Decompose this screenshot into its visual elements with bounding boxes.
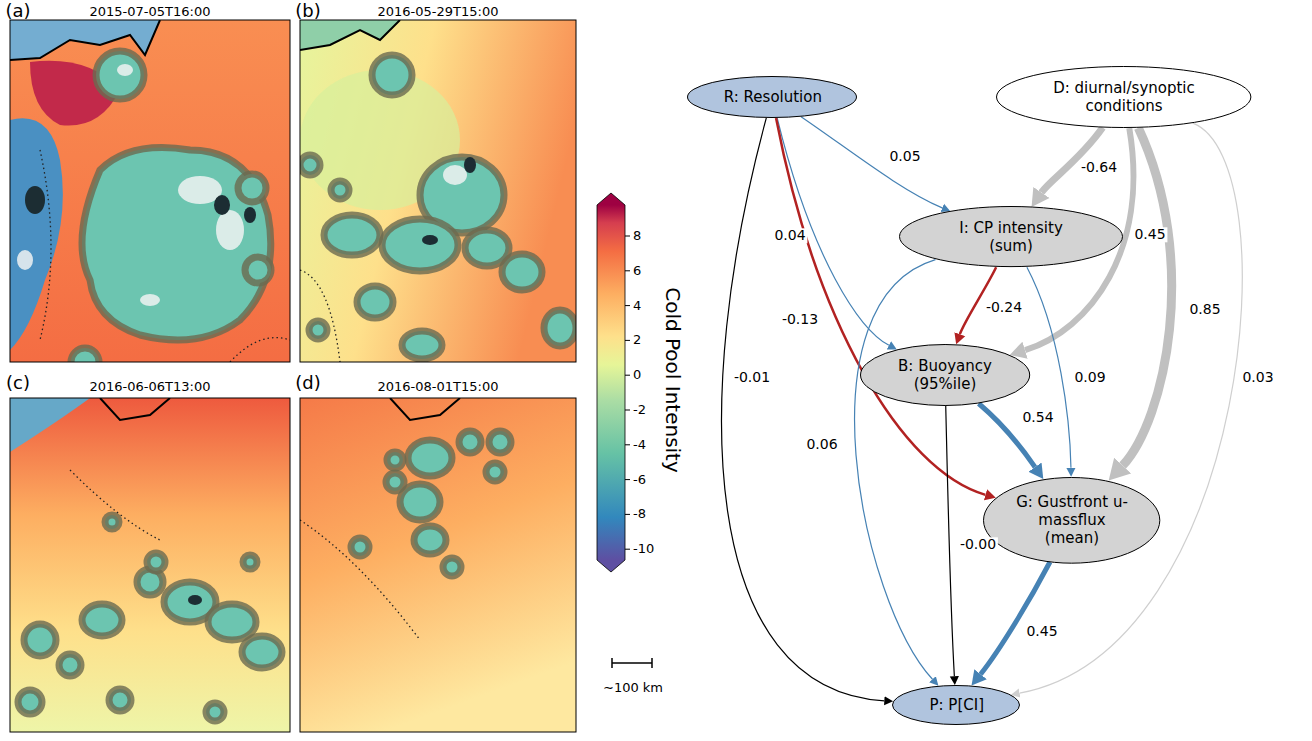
edge-weight: -0.13 [780,312,820,327]
panel-letter: (a) [5,1,30,22]
panel-timestamp: 2016-06-06T13:00 [90,380,211,395]
edge-weight: -0.01 [732,370,772,385]
ellipse-node: I: CP intensity (sum) [899,206,1123,267]
scale-bar [612,658,652,668]
edge-weight: -0.24 [984,300,1024,315]
node-label: I: CP intensity (sum) [941,219,1081,255]
ellipse-node: G: Gustfront u-massflux (mean) [983,477,1160,564]
map-d [300,398,576,732]
colorbar-tick: 0 [633,368,641,383]
causal-arrow [776,118,985,495]
edge-weight: 0.09 [1072,370,1107,385]
colorbar-tick: -4 [633,437,646,452]
ellipse-node: P: P[CI] [892,685,1020,725]
edge-weight: 0.85 [1187,302,1222,317]
causal-arrow [946,406,955,676]
node-text-block: B: Buoyancy (95%ile) [890,357,1000,393]
colorbar-tick: 2 [633,333,641,348]
colorbar-tick: -10 [633,542,654,557]
node-text-block: R: Resolution [723,88,823,106]
ellipse-node: D: diurnal/synoptic conditions [996,66,1251,128]
colorbar-title: Cold Pool Intensity [661,287,684,473]
edge-weight: -0.64 [1079,160,1119,175]
colorbar-tick: 4 [633,298,641,313]
node-text-block: G: Gustfront u-massflux (mean) [1014,493,1129,547]
node-label: P: P[CI] [929,696,985,714]
edge-weight: 0.05 [887,149,922,164]
panel-timestamp: 2015-07-05T16:00 [90,5,211,20]
node-text-block: I: CP intensity (sum) [941,219,1081,255]
colorbar-tick: -6 [633,472,646,487]
ellipse-node: B: Buoyancy (95%ile) [860,344,1030,406]
panel-letter: (b) [295,1,320,22]
edge-weight: 0.54 [1020,410,1055,425]
node-label: B: Buoyancy (95%ile) [890,357,1000,393]
colorbar-tick: 6 [633,263,641,278]
causal-arrow [1027,267,1071,468]
edge-weight: -0.00 [958,537,998,552]
edge-weight: 0.45 [1024,624,1059,639]
edge-weight: 0.45 [1132,227,1167,242]
edge-weight: 0.03 [1240,370,1275,385]
causal-arrow [981,562,1050,674]
node-label: G: Gustfront u-massflux (mean) [1014,493,1129,547]
causal-arrow [722,118,885,701]
node-label: D: diurnal/synoptic conditions [1039,79,1209,115]
panel-timestamp: 2016-05-29T15:00 [378,5,499,20]
causal-arrow [1123,128,1172,466]
colorbar-tick: -2 [633,403,646,418]
causal-arrow [855,260,936,680]
colorbar-tick: 8 [633,229,641,244]
map-b [300,20,576,362]
panel-timestamp: 2016-08-01T15:00 [378,380,499,395]
colorbar-tick: -8 [633,507,646,522]
panel-letter: (c) [6,373,30,394]
panel-letter: (d) [295,373,320,394]
causal-arrow [801,117,942,208]
map-c [10,398,290,732]
ellipse-node: R: Resolution [687,76,857,118]
colorbar [597,193,630,572]
scale-label: ∼100 km [603,681,663,696]
edge-weight: 0.04 [772,228,807,243]
map-a [10,20,290,362]
node-text-block: P: P[CI] [929,696,985,714]
node-text-block: D: diurnal/synoptic conditions [1039,79,1209,115]
node-label: R: Resolution [723,88,823,106]
edge-weight: 0.06 [804,437,839,452]
